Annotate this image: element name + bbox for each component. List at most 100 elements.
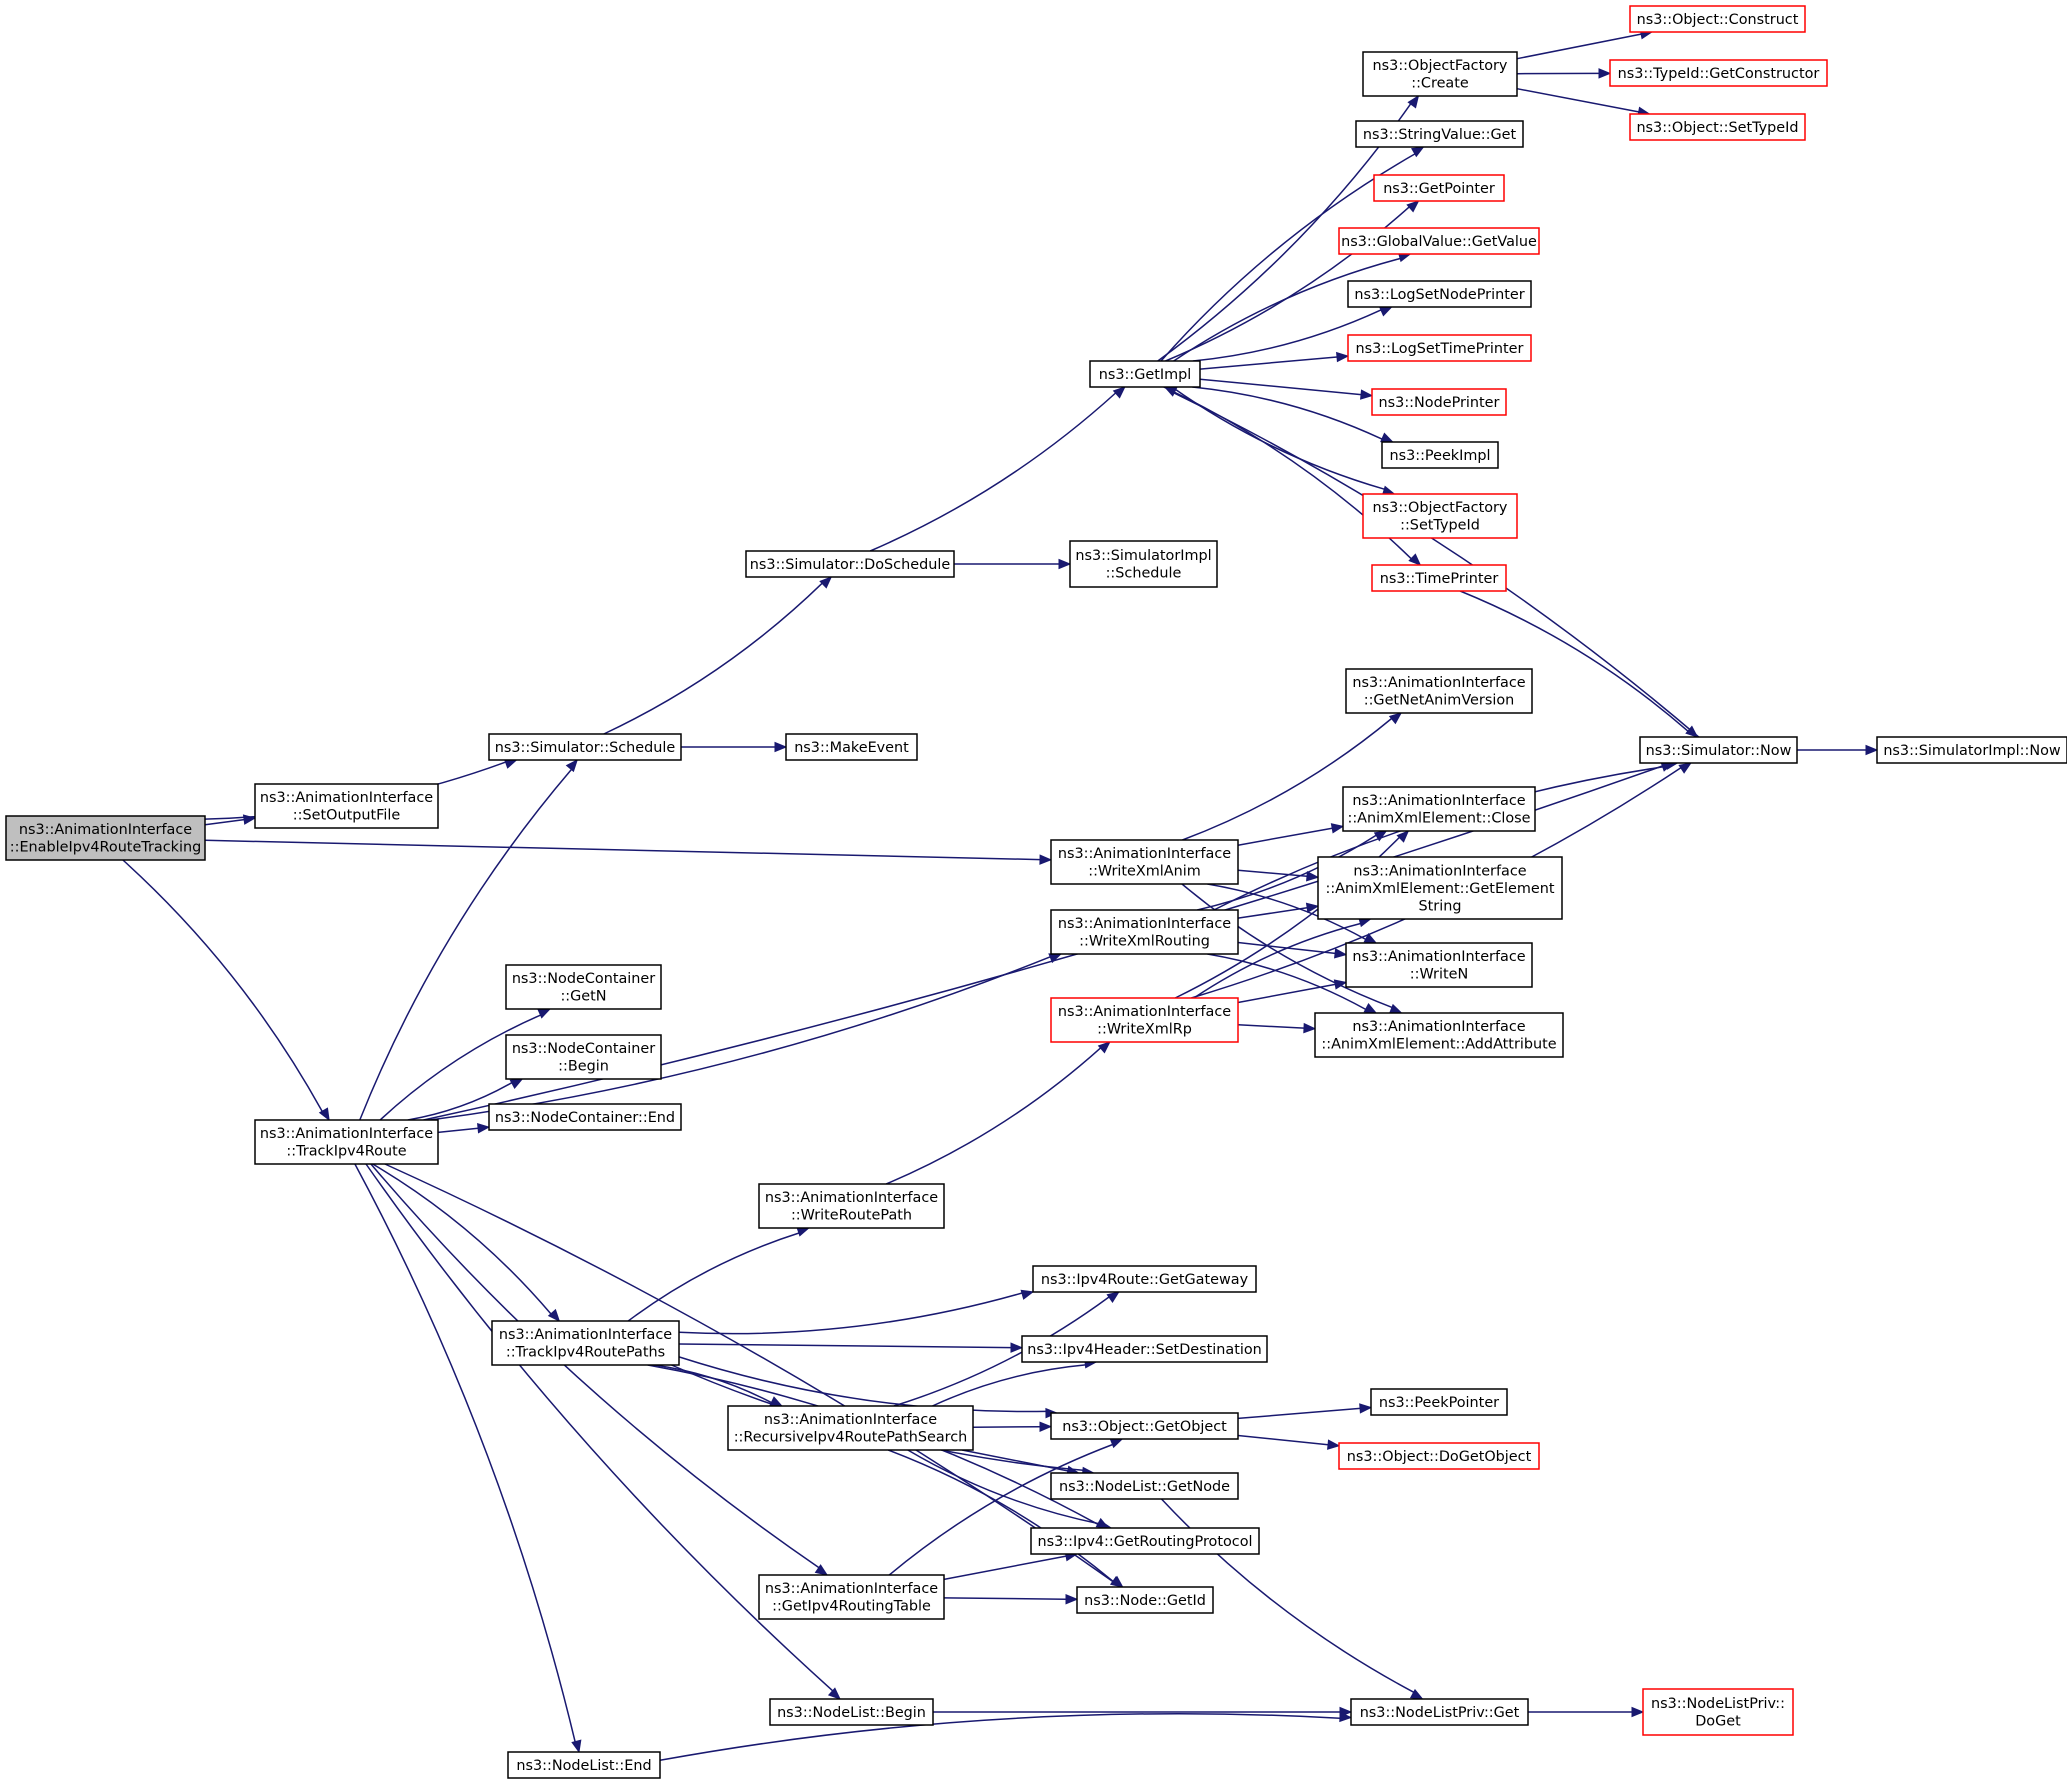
edge-trackipv4route-to-nlend (354, 1163, 582, 1754)
edge-arrowhead (1406, 200, 1420, 213)
edge-nlprivget-to-nlprivdoget (1528, 1706, 1645, 1718)
node-label: ns3::Object::DoGetObject (1347, 1449, 1532, 1465)
node-peekimpl[interactable]: ns3::PeekImpl (1381, 441, 1499, 469)
edge-arrowhead (1598, 68, 1612, 79)
node-ncend[interactable]: ns3::NodeContainer::End (488, 1103, 682, 1131)
edge-line (1182, 717, 1393, 841)
node-nlgetnode[interactable]: ns3::NodeList::GetNode (1050, 1472, 1239, 1500)
node-nlprivdoget[interactable]: ns3::NodeListPriv::DoGet (1642, 1688, 1794, 1736)
node-box (745, 550, 955, 578)
edge-arrowhead (1330, 823, 1345, 834)
node-xmlgetstring[interactable]: ns3::AnimationInterface::AnimXmlElement:… (1317, 856, 1563, 920)
edge-arrowhead (1039, 854, 1053, 865)
node-addattribute[interactable]: ns3::AnimationInterface::AnimXmlElement:… (1314, 1012, 1564, 1058)
node-nlend[interactable]: ns3::NodeList::End (507, 1751, 661, 1779)
node-box (785, 733, 918, 761)
node-label: ns3::Object::SetTypeId (1636, 120, 1798, 136)
node-label: ::SetOutputFile (293, 808, 401, 824)
node-ncgetn[interactable]: ns3::NodeContainer::GetN (505, 964, 662, 1010)
node-label: ns3::AnimationInterface (764, 1412, 937, 1428)
node-getpointer[interactable]: ns3::GetPointer (1373, 174, 1505, 202)
node-getconstructor[interactable]: ns3::TypeId::GetConstructor (1609, 59, 1828, 87)
node-getimpl[interactable]: ns3::GetImpl (1089, 360, 1201, 388)
node-writexmlrouting[interactable]: ns3::AnimationInterface::WriteXmlRouting (1050, 909, 1239, 955)
node-getnetanim[interactable]: ns3::AnimationInterface::GetNetAnimVersi… (1345, 668, 1533, 714)
node-ofcreate[interactable]: ns3::ObjectFactory::Create (1362, 51, 1518, 97)
edge-arrowhead (1388, 712, 1403, 725)
node-ncbegin[interactable]: ns3::NodeContainer::Begin (505, 1034, 662, 1080)
node-label: ns3::AnimationInterface (1352, 793, 1525, 809)
node-stringvalueget[interactable]: ns3::StringValue::Get (1355, 120, 1524, 148)
node-box (1030, 1527, 1260, 1555)
node-recursive[interactable]: ns3::AnimationInterface::RecursiveIpv4Ro… (727, 1405, 974, 1451)
edge-line (372, 1163, 552, 1315)
node-dogetobject[interactable]: ns3::Object::DoGetObject (1338, 1442, 1540, 1470)
node-writeroutepath[interactable]: ns3::AnimationInterface::WriteRoutePath (758, 1183, 945, 1229)
edge-writexmlrp-to-writen (1237, 979, 1348, 1004)
node-nodegetid[interactable]: ns3::Node::GetId (1076, 1586, 1214, 1614)
node-label: ns3::PeekImpl (1389, 448, 1490, 464)
node-globalvalue[interactable]: ns3::GlobalValue::GetValue (1338, 227, 1540, 255)
edge-arrowhead (1109, 1438, 1124, 1449)
node-lognodeprinter[interactable]: ns3::LogSetNodePrinter (1347, 280, 1532, 308)
node-getroutingprotocol[interactable]: ns3::Ipv4::GetRoutingProtocol (1030, 1527, 1260, 1555)
node-box (727, 1405, 974, 1451)
node-simnow[interactable]: ns3::Simulator::Now (1639, 736, 1798, 764)
node-simimplnow[interactable]: ns3::SimulatorImpl::Now (1876, 736, 2067, 764)
edge-trackpaths-to-writeroutepath (627, 1226, 811, 1322)
edge-root-to-setoutputfile (204, 814, 257, 826)
node-label: ns3::AnimationInterface (1352, 949, 1525, 965)
edge-arrowhead (827, 1687, 841, 1700)
edge-ofcreate-to-objsettypeid (1516, 87, 1651, 118)
node-ofsettypeid[interactable]: ns3::ObjectFactory::SetTypeId (1362, 493, 1518, 539)
edge-arrowhead (1010, 1342, 1024, 1353)
node-label: ns3::Object::Construct (1637, 12, 1799, 28)
edge-arrowhead (1058, 558, 1072, 570)
edge-arrowhead (1359, 1403, 1373, 1414)
edge-line (379, 1014, 541, 1121)
node-objsettypeid[interactable]: ns3::Object::SetTypeId (1629, 113, 1806, 141)
node-makeevent[interactable]: ns3::MakeEvent (785, 733, 918, 761)
edge-trackpaths-to-getgateway (678, 1289, 1035, 1335)
node-logtimeprinter[interactable]: ns3::LogSetTimePrinter (1347, 334, 1532, 362)
node-writexmlanim[interactable]: ns3::AnimationInterface::WriteXmlAnim (1050, 839, 1239, 885)
node-schedule[interactable]: ns3::Simulator::Schedule (488, 733, 682, 761)
node-box (1345, 668, 1533, 714)
node-label: ns3::Simulator::Schedule (495, 740, 676, 756)
node-box (758, 1183, 945, 1229)
edge-trackipv4route-to-trackpaths (372, 1163, 561, 1322)
node-writexmlrp[interactable]: ns3::AnimationInterface::WriteXmlRp (1050, 997, 1239, 1043)
node-getobject[interactable]: ns3::Object::GetObject (1050, 1412, 1239, 1440)
edge-doschedule-to-simimplschedule (953, 558, 1072, 570)
node-nlbegin[interactable]: ns3::NodeList::Begin (769, 1698, 934, 1726)
node-layer: ns3::AnimationInterface::EnableIpv4Route… (5, 5, 2067, 1779)
edge-line (1199, 356, 1338, 370)
node-writen[interactable]: ns3::AnimationInterface::WriteN (1345, 942, 1533, 988)
edge-line (907, 1449, 1101, 1525)
node-doschedule[interactable]: ns3::Simulator::DoSchedule (745, 550, 955, 578)
node-label: ns3::NodeList::GetNode (1059, 1479, 1230, 1495)
node-simimplschedule[interactable]: ns3::SimulatorImpl::Schedule (1069, 540, 1218, 588)
edge-line (943, 1597, 1067, 1600)
edge-arrowhead (1333, 979, 1348, 990)
node-xmlclose[interactable]: ns3::AnimationInterface::AnimXmlElement:… (1342, 786, 1536, 832)
node-getgateway[interactable]: ns3::Ipv4Route::GetGateway (1032, 1265, 1257, 1293)
edge-arrowhead (1097, 1041, 1111, 1054)
node-timeprinter[interactable]: ns3::TimePrinter (1371, 564, 1507, 592)
node-peekpointer[interactable]: ns3::PeekPointer (1370, 1388, 1508, 1416)
node-nlprivget[interactable]: ns3::NodeListPriv::Get (1350, 1698, 1529, 1726)
node-root[interactable]: ns3::AnimationInterface::EnableIpv4Route… (5, 815, 206, 861)
node-setoutputfile[interactable]: ns3::AnimationInterface::SetOutputFile (254, 783, 439, 829)
node-objconstruct[interactable]: ns3::Object::Construct (1629, 5, 1806, 33)
node-trackipv4route[interactable]: ns3::AnimationInterface::TrackIpv4Route (254, 1119, 439, 1165)
node-getroutingtable[interactable]: ns3::AnimationInterface::GetIpv4RoutingT… (758, 1574, 945, 1620)
node-label: ::AnimXmlElement::Close (1347, 811, 1530, 827)
node-label: ::AnimXmlElement::GetElement (1325, 881, 1554, 897)
node-nodeprinter[interactable]: ns3::NodePrinter (1371, 388, 1507, 416)
node-label: ns3::AnimationInterface (260, 790, 433, 806)
node-label: String (1419, 898, 1462, 914)
node-setdestination[interactable]: ns3::Ipv4Header::SetDestination (1021, 1335, 1268, 1363)
edge-trackipv4route-to-schedule (359, 758, 579, 1121)
node-trackpaths[interactable]: ns3::AnimationInterface::TrackIpv4RouteP… (491, 1320, 680, 1366)
edge-arrowhead (1305, 902, 1320, 914)
